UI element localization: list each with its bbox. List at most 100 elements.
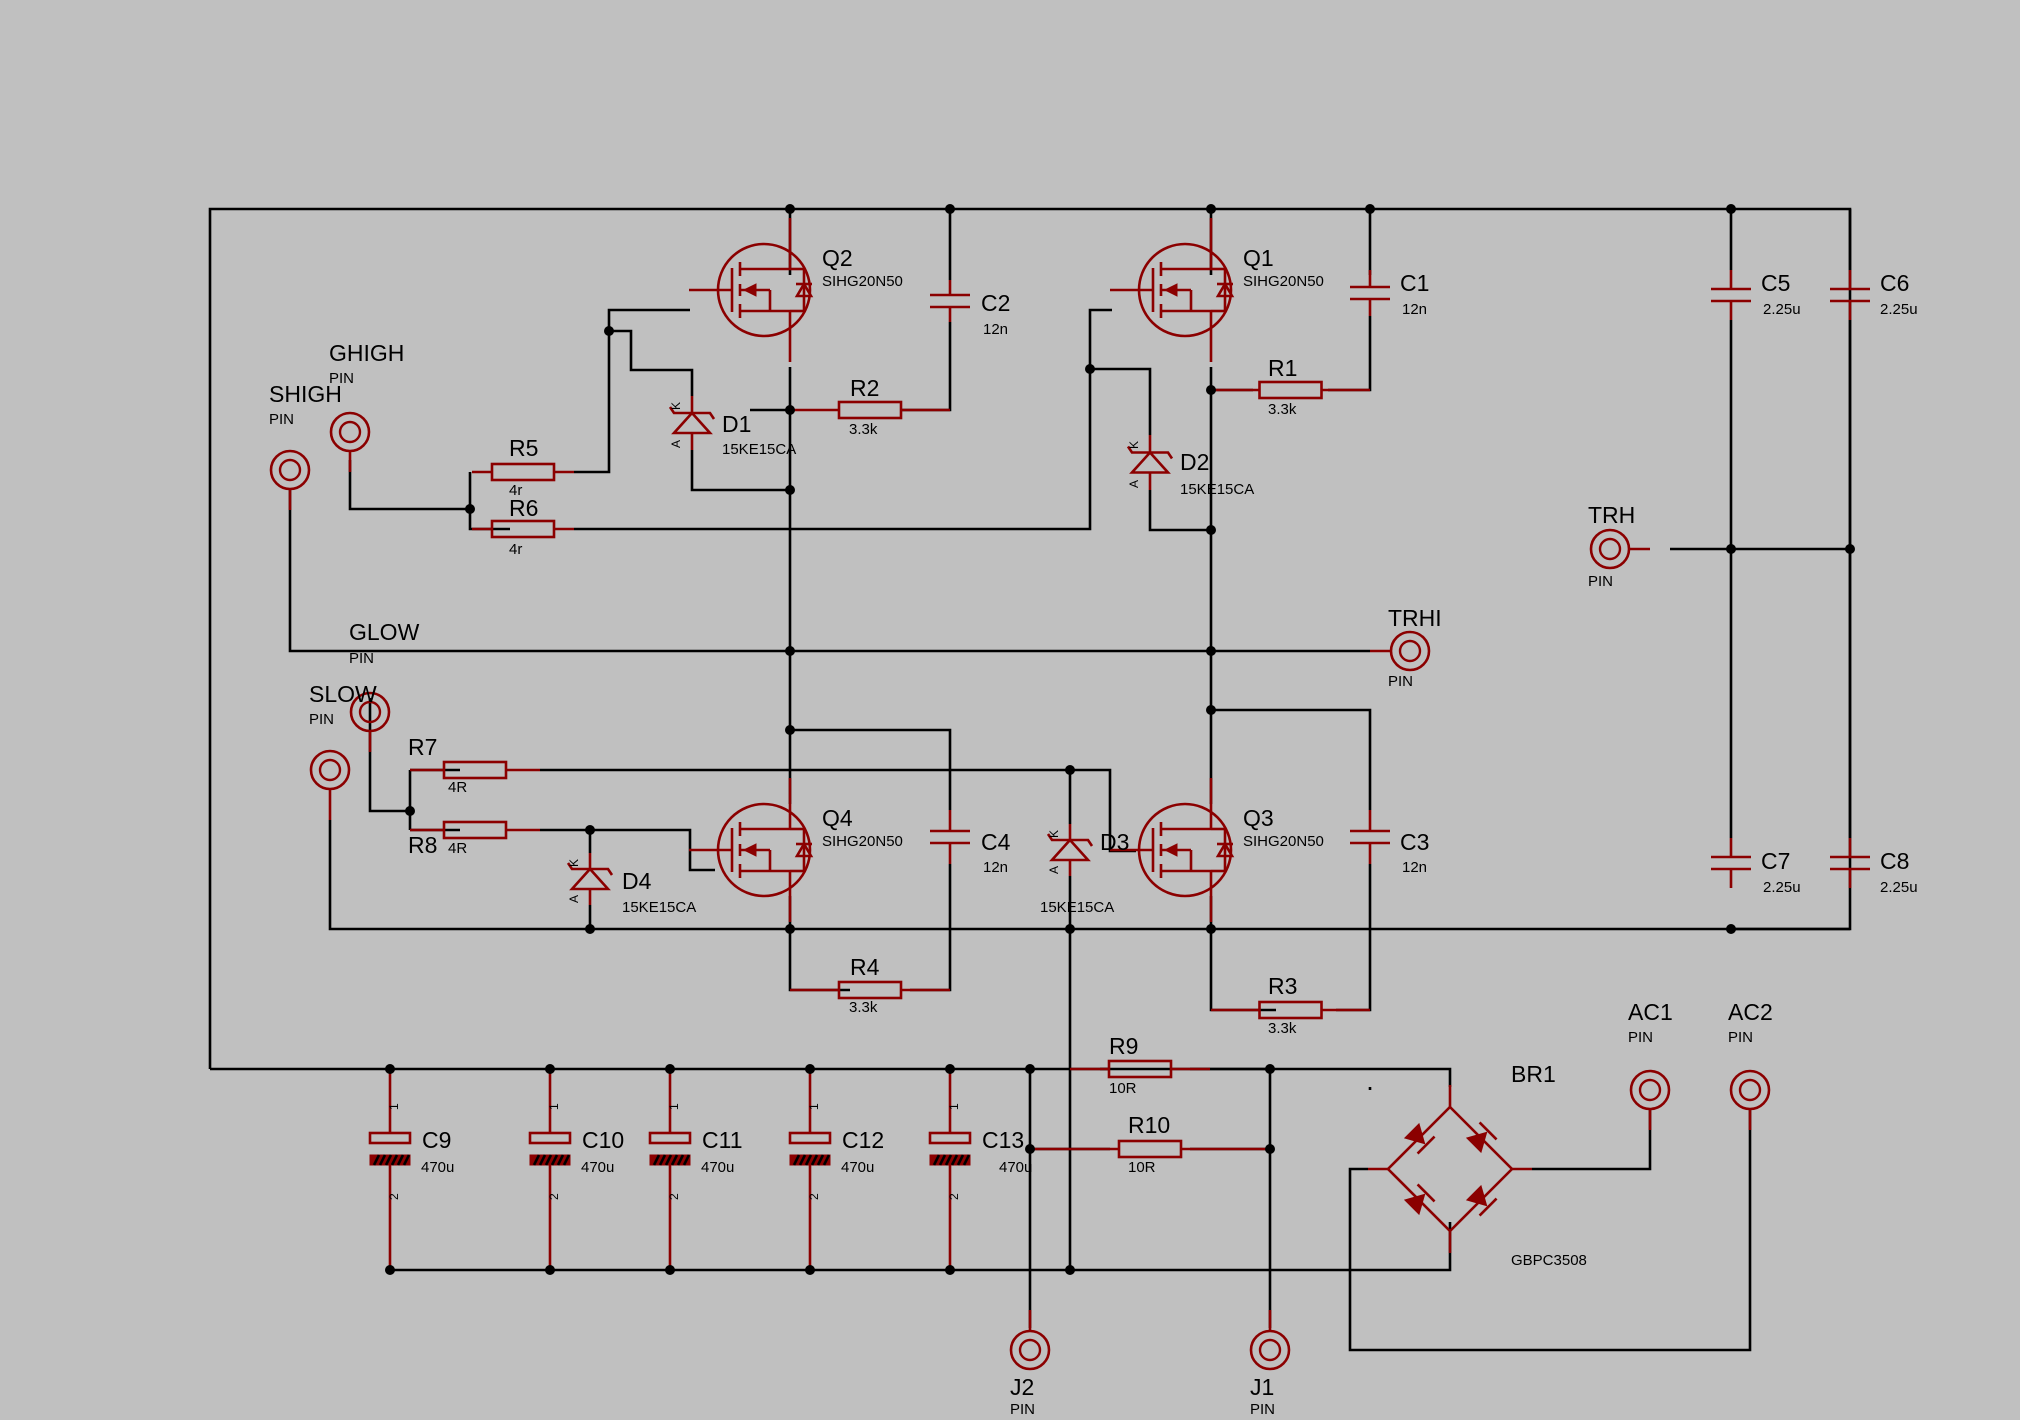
wire (574, 308, 690, 474)
wire (328, 820, 1850, 931)
pin-label-shigh: SHIGH (269, 381, 342, 407)
mosfet-label-q1: Q1 (1243, 245, 1274, 271)
pin-label-ghigh: GHIGH (329, 340, 404, 366)
mosfet-q3 (1110, 778, 1235, 922)
junction-dot (785, 485, 795, 495)
connector-pin-ac1 (1629, 1069, 1671, 1130)
resistor-label-r9: R9 (1109, 1033, 1138, 1059)
pin-type-trhi: PIN (1388, 673, 1413, 690)
capacitor-c1 (1350, 270, 1390, 316)
junction-dot (1265, 1064, 1275, 1074)
pin-inner-ring (278, 458, 302, 482)
cathode-mark: K (1127, 441, 1141, 449)
resistor-r1 (1211, 380, 1370, 400)
capacitor-value-c13: 470u (999, 1159, 1032, 1176)
junction-dot (1065, 765, 1075, 775)
pin-label-j1: J1 (1250, 1374, 1274, 1400)
junction-dot (1726, 204, 1736, 214)
pin-type-slow: PIN (309, 711, 334, 728)
pin-type-ac2: PIN (1728, 1029, 1753, 1046)
resistor-body (1258, 380, 1323, 400)
pin-label-slow: SLOW (309, 681, 377, 707)
pin-mark-2: 2 (387, 1193, 401, 1200)
junction-dot (785, 646, 795, 656)
diode-d2: KA (1126, 435, 1174, 490)
resistor-body (1107, 1059, 1173, 1079)
pin-mark-1: 1 (547, 1103, 561, 1110)
mosfet-arrow (1163, 843, 1178, 857)
dc-positive-rail (210, 1067, 1452, 1087)
capacitor-label-c2: C2 (981, 290, 1010, 316)
resistor-r4 (790, 980, 950, 1000)
resistor-r5 (472, 462, 574, 482)
connector-pin-trh (1589, 528, 1650, 570)
junction-dot (1085, 364, 1095, 374)
connector-pin-j2 (1009, 1310, 1051, 1371)
wire (468, 472, 510, 531)
pin-label-trh: TRH (1588, 502, 1635, 528)
capacitor-c5 (1711, 270, 1751, 320)
electrolytic-capacitor-c10: 12 (528, 1069, 572, 1270)
pin-inner-ring (338, 420, 362, 444)
junction-dot (604, 326, 614, 336)
zener-bar (668, 406, 716, 420)
resistor-label-r3: R3 (1268, 973, 1297, 999)
pin-mark-1: 1 (947, 1103, 961, 1110)
resistor-body (442, 820, 508, 840)
cathode-mark: K (1047, 830, 1061, 838)
pin-mark-2: 2 (667, 1193, 681, 1200)
resistor-body (1117, 1139, 1183, 1159)
capacitor-value-c8: 2.25u (1880, 879, 1918, 896)
diode-label-d2: D2 (1180, 449, 1209, 475)
resistor-value-r4: 3.3k (849, 999, 878, 1016)
resistor-label-r4: R4 (850, 954, 880, 980)
pin-inner-ring (358, 700, 382, 724)
junction-dot (665, 1064, 675, 1074)
capacitor-value-c11: 470u (701, 1159, 734, 1176)
pin-label-j2: J2 (1010, 1374, 1034, 1400)
mosfet-q1 (1110, 218, 1235, 362)
resistor-r9 (1070, 1059, 1210, 1079)
pin-inner-ring (1398, 639, 1422, 663)
mosfet-label-q4: Q4 (822, 805, 853, 831)
resistor-body (837, 400, 903, 420)
bridge-diode (1465, 1184, 1498, 1217)
resistor-value-r9: 10R (1109, 1080, 1137, 1097)
junction-dot (1365, 204, 1375, 214)
resistor-label-r7: R7 (408, 734, 437, 760)
junction-dot (1025, 1144, 1035, 1154)
junction-dot (405, 806, 415, 816)
pin-mark-2: 2 (947, 1193, 961, 1200)
resistor-label-r6: R6 (509, 495, 538, 521)
capacitor-label-c11: C11 (702, 1127, 743, 1153)
wire (1348, 1110, 1752, 1352)
pin-label-trhi: TRHI (1388, 605, 1442, 631)
anode-mark: A (669, 440, 683, 448)
pin-label-ac1: AC1 (1628, 999, 1673, 1025)
capacitor-c2 (930, 280, 970, 322)
capacitor-value-c1: 12n (1402, 301, 1427, 318)
pin-mark-2: 2 (547, 1193, 561, 1200)
resistor-label-r10: R10 (1128, 1112, 1170, 1138)
connector-pin-j1 (1249, 1310, 1291, 1371)
capacitor-label-c8: C8 (1880, 848, 1909, 874)
bridge-value-br1: GBPC3508 (1511, 1252, 1587, 1269)
junction-dot (1206, 705, 1216, 715)
resistor-value-r5: 4r (509, 482, 522, 499)
electrolytic-capacitor-c11: 12 (648, 1069, 692, 1270)
junction-dot (785, 204, 795, 214)
capacitor-c3 (1350, 810, 1390, 864)
resistor-r7 (410, 760, 540, 780)
bridge-diode (1403, 1183, 1436, 1216)
junction-dot (385, 1265, 395, 1275)
bridge-diode (1403, 1122, 1436, 1155)
pin-type-ac1: PIN (1628, 1029, 1653, 1046)
cap-plate-positive (928, 1131, 972, 1145)
capacitor-c8 (1830, 838, 1870, 888)
wire (690, 450, 790, 492)
bridge-rectifier-br1 (1368, 1085, 1532, 1253)
diode-d3: KA (1046, 824, 1094, 876)
junction-dot (585, 924, 595, 934)
